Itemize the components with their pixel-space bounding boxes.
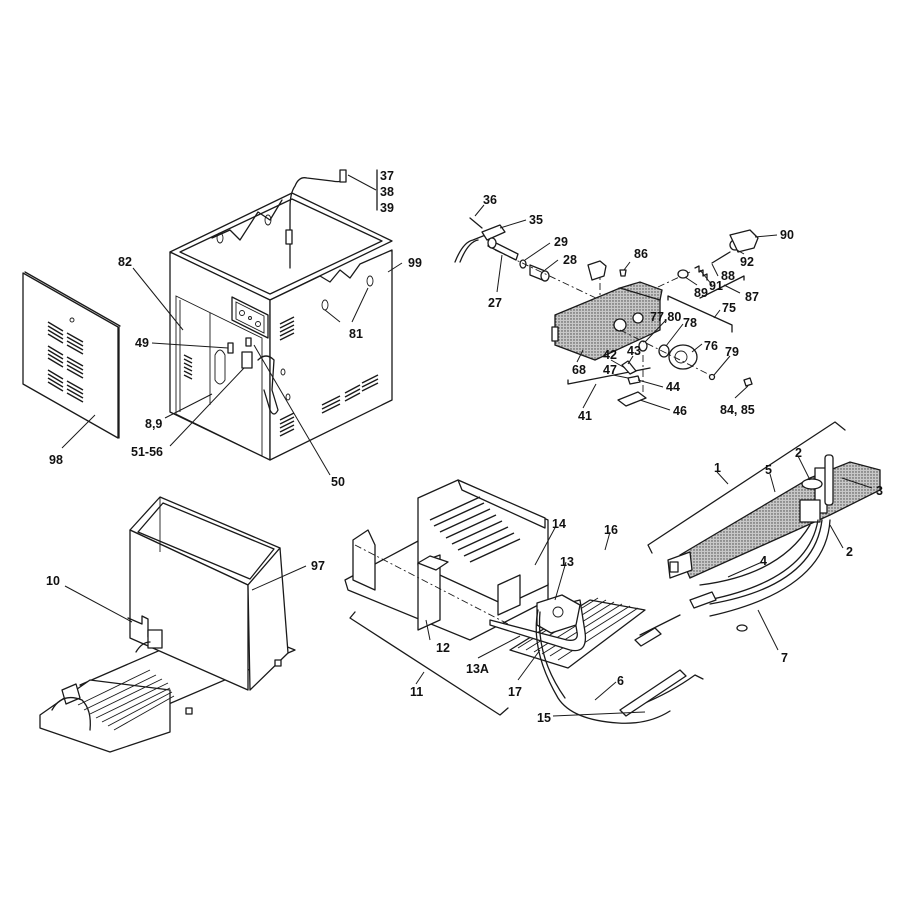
callout-42: 42 bbox=[603, 348, 617, 362]
callout-37: 37 bbox=[380, 169, 394, 183]
callout-4: 4 bbox=[760, 554, 767, 568]
callout-1: 1 bbox=[714, 461, 721, 475]
callout-10: 10 bbox=[46, 574, 60, 588]
callout-6: 6 bbox=[617, 674, 624, 688]
callout-88: 88 bbox=[721, 269, 735, 283]
callout-76: 76 bbox=[704, 339, 718, 353]
callout-99: 99 bbox=[408, 256, 422, 270]
callout-77-80: 77,80 bbox=[650, 310, 682, 324]
callout-81: 81 bbox=[349, 327, 363, 341]
callout-87: 87 bbox=[745, 290, 759, 304]
gas-valve-assembly bbox=[454, 204, 778, 411]
callout-49: 49 bbox=[135, 336, 149, 350]
callout-82: 82 bbox=[118, 255, 132, 269]
callout-7: 7 bbox=[781, 651, 788, 665]
callout-36: 36 bbox=[483, 193, 497, 207]
callout-50: 50 bbox=[331, 475, 345, 489]
burner-assembly-1 bbox=[634, 421, 881, 651]
callout-8-9: 8,9 bbox=[145, 417, 163, 431]
callout-16: 16 bbox=[604, 523, 618, 537]
callout-90: 90 bbox=[780, 228, 794, 242]
callout-86: 86 bbox=[634, 247, 648, 261]
inner-box-97 bbox=[39, 496, 307, 753]
callout-51-56: 51-56 bbox=[131, 445, 163, 459]
callout-75: 75 bbox=[722, 301, 736, 315]
callout-15: 15 bbox=[537, 711, 551, 725]
callout-2-bottom: 2 bbox=[846, 545, 853, 559]
callout-3: 3 bbox=[876, 484, 883, 498]
callout-46: 46 bbox=[673, 404, 687, 418]
callout-35: 35 bbox=[529, 213, 543, 227]
callout-92: 92 bbox=[740, 255, 754, 269]
outer-jacket-99 bbox=[132, 169, 403, 476]
callout-2-top: 2 bbox=[795, 446, 802, 460]
callout-39: 39 bbox=[380, 201, 394, 215]
callout-14: 14 bbox=[552, 517, 566, 531]
callout-68: 68 bbox=[572, 363, 586, 377]
callout-27: 27 bbox=[488, 296, 502, 310]
callout-44: 44 bbox=[666, 380, 680, 394]
callout-38: 38 bbox=[380, 185, 394, 199]
callout-84-85: 84, 85 bbox=[720, 403, 755, 417]
callout-17: 17 bbox=[508, 685, 522, 699]
callout-13: 13 bbox=[560, 555, 574, 569]
callout-91: 91 bbox=[709, 279, 723, 293]
base-tray-11 bbox=[344, 479, 704, 724]
callout-11: 11 bbox=[410, 685, 424, 699]
callout-47: 47 bbox=[603, 363, 617, 377]
callout-79: 79 bbox=[725, 345, 739, 359]
door-panel-98 bbox=[22, 271, 121, 449]
callout-41: 41 bbox=[578, 409, 592, 423]
callout-97: 97 bbox=[311, 559, 325, 573]
callout-28: 28 bbox=[563, 253, 577, 267]
callout-5: 5 bbox=[765, 463, 772, 477]
callout-12: 12 bbox=[436, 641, 450, 655]
callout-78: 78 bbox=[683, 316, 697, 330]
callout-29: 29 bbox=[554, 235, 568, 249]
callout-13a: 13A bbox=[466, 662, 489, 676]
callout-98: 98 bbox=[49, 453, 63, 467]
callout-89: 89 bbox=[694, 286, 708, 300]
callout-43: 43 bbox=[627, 344, 641, 358]
